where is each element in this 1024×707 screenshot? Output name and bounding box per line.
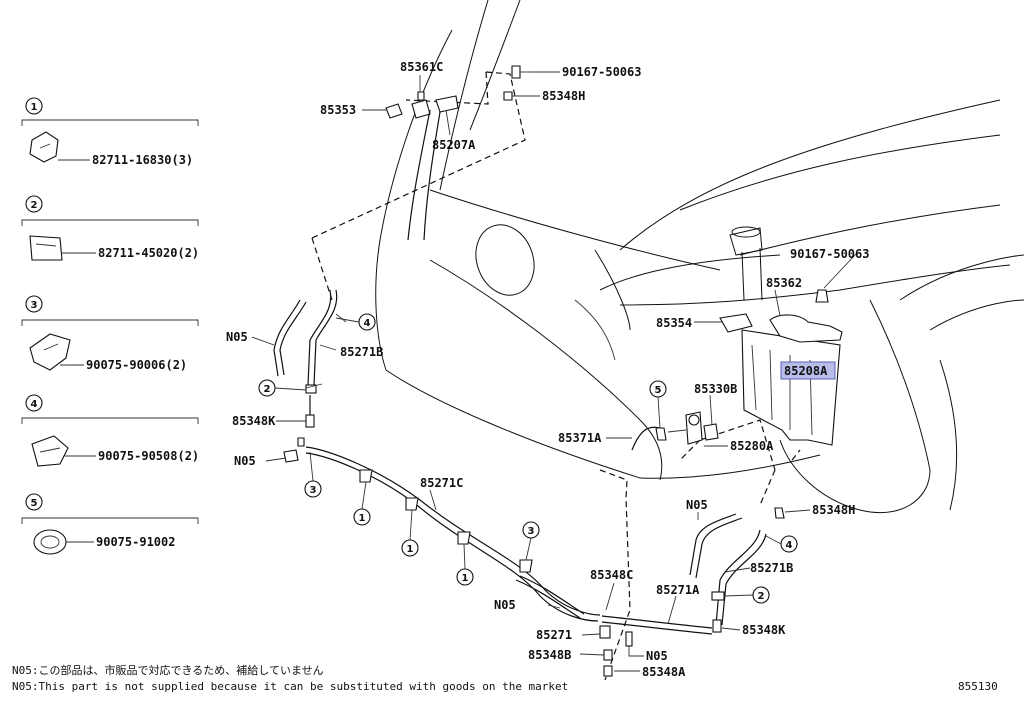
- clip-legend: 1 82711-16830(3) 2 82711-45020(2) 3 9007…: [21, 97, 199, 555]
- label-85348k-right[interactable]: 85348K: [742, 623, 786, 637]
- callout-5[interactable]: 5: [649, 380, 667, 398]
- washer-tank-assembly: [631, 289, 843, 519]
- callout-4-right[interactable]: 4: [780, 535, 798, 553]
- label-85271a[interactable]: 85271A: [656, 583, 700, 597]
- svg-text:2: 2: [758, 591, 765, 602]
- svg-text:1: 1: [359, 513, 366, 524]
- label-90167-50063-top[interactable]: 90167-50063: [562, 65, 641, 79]
- clip-2-icon: [29, 235, 63, 261]
- legend-part-3: 90075-90006(2): [86, 358, 187, 372]
- legend-item-1[interactable]: 1 82711-16830(3): [21, 97, 199, 167]
- callout-1-b[interactable]: 1: [401, 539, 419, 557]
- label-85280a[interactable]: 85280A: [730, 439, 774, 453]
- label-85348h-top[interactable]: 85348H: [542, 89, 585, 103]
- label-n05-right[interactable]: N05: [686, 498, 708, 512]
- legend-item-3[interactable]: 3 90075-90006(2): [21, 295, 199, 372]
- svg-text:2: 2: [264, 384, 271, 395]
- svg-text:1: 1: [462, 573, 469, 584]
- note-english: N05:This part is not supplied because it…: [12, 680, 568, 693]
- legend-part-1: 82711-16830(3): [92, 153, 193, 167]
- dashed-reference-lines: [311, 71, 801, 681]
- label-85271[interactable]: 85271: [536, 628, 572, 642]
- svg-text:4: 4: [31, 399, 38, 410]
- label-85354[interactable]: 85354: [656, 316, 692, 330]
- svg-text:1: 1: [31, 102, 38, 113]
- label-85371a[interactable]: 85371A: [558, 431, 602, 445]
- label-85348h-right[interactable]: 85348H: [812, 503, 855, 517]
- label-85208a-highlight: [780, 361, 836, 380]
- top-nozzle-parts: [385, 65, 530, 241]
- callout-1-a[interactable]: 1: [353, 508, 371, 526]
- diagram-id: 855130: [958, 680, 998, 693]
- left-hose-assembly: [273, 289, 633, 677]
- legend-part-2: 82711-45020(2): [98, 246, 199, 260]
- clip-5-icon: [33, 529, 67, 555]
- label-n05-left[interactable]: N05: [226, 330, 248, 344]
- label-n05-bottom[interactable]: N05: [494, 598, 516, 612]
- callout-circles: 4 2 3 1 1 1 3 5 4 2: [258, 313, 798, 604]
- car-body-outline: [375, 0, 1024, 514]
- label-85348b[interactable]: 85348B: [528, 648, 571, 662]
- svg-text:4: 4: [786, 540, 793, 551]
- label-85361c[interactable]: 85361C: [400, 60, 443, 74]
- label-85362[interactable]: 85362: [766, 276, 802, 290]
- svg-text:1: 1: [407, 544, 414, 555]
- svg-text:4: 4: [364, 318, 371, 329]
- legend-item-2[interactable]: 2 82711-45020(2): [21, 195, 199, 261]
- label-85271b-left[interactable]: 85271B: [340, 345, 383, 359]
- legend-item-4[interactable]: 4 90075-90508(2): [21, 394, 199, 467]
- callout-1-c[interactable]: 1: [456, 568, 474, 586]
- clip-3-icon: [29, 333, 71, 371]
- label-85330b[interactable]: 85330B: [694, 382, 737, 396]
- callout-3-right[interactable]: 3: [522, 521, 540, 539]
- label-n05-small[interactable]: N05: [646, 649, 668, 663]
- svg-text:3: 3: [310, 485, 317, 496]
- legend-item-5[interactable]: 5 90075-91002: [21, 493, 199, 555]
- label-85348k-left[interactable]: 85348K: [232, 414, 276, 428]
- callout-3-left[interactable]: 3: [304, 480, 322, 498]
- right-hose-assembly: [601, 513, 767, 635]
- label-n05-left2[interactable]: N05: [234, 454, 256, 468]
- svg-text:5: 5: [655, 385, 662, 396]
- leader-lines: [251, 71, 857, 672]
- legend-part-4: 90075-90508(2): [98, 449, 199, 463]
- svg-text:3: 3: [528, 526, 535, 537]
- label-85348c[interactable]: 85348C: [590, 568, 633, 582]
- legend-part-5: 90075-91002: [96, 535, 175, 549]
- label-85271c[interactable]: 85271C: [420, 476, 463, 490]
- part-labels: 85361C 90167-50063 85353 85348H 85207A 9…: [226, 60, 869, 679]
- label-90167-50063-right[interactable]: 90167-50063: [790, 247, 869, 261]
- callout-4-left[interactable]: 4: [358, 313, 376, 331]
- label-85208a[interactable]: 85208A: [784, 364, 828, 378]
- callout-2-left[interactable]: 2: [258, 379, 276, 397]
- label-85353[interactable]: 85353: [320, 103, 356, 117]
- footer-notes: N05:この部品は、市販品で対応できるため、補給していません N05:This …: [12, 663, 998, 693]
- label-85271b-right[interactable]: 85271B: [750, 561, 793, 575]
- callout-2-right[interactable]: 2: [752, 586, 770, 604]
- svg-text:2: 2: [31, 200, 38, 211]
- svg-text:5: 5: [31, 498, 38, 509]
- svg-text:3: 3: [31, 300, 38, 311]
- label-85348a[interactable]: 85348A: [642, 665, 686, 679]
- label-85207a[interactable]: 85207A: [432, 138, 476, 152]
- note-japanese: N05:この部品は、市販品で対応できるため、補給していません: [12, 663, 324, 677]
- clip-4-icon: [31, 435, 69, 467]
- clip-1-icon: [29, 131, 59, 163]
